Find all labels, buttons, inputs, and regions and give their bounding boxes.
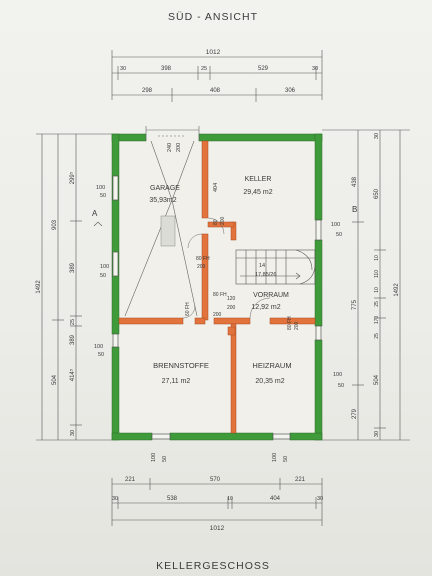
opening-label: 80 FH [287,316,293,330]
room-vorraum-area: 12,92 m2 [251,304,280,311]
dim-label: 25 [374,301,380,307]
dim-label: 298 [142,88,153,94]
room-vorraum-name: VORRAUM [253,292,289,299]
dim-label: 570 [210,477,221,483]
dim-label: 30 [120,66,126,72]
opening-label: 50 [336,232,342,238]
opening-label: 50 [283,456,289,462]
dim-label: 279 [352,408,358,419]
stair-ratio: 17,85/26 [255,272,276,278]
dim-label: 170 [374,316,380,325]
opening-label: 200 [227,305,236,311]
opening-label: 100 [272,453,278,462]
dim-label: 438 [352,176,358,187]
opening-label: 120 [227,296,236,302]
dim-label: 30 [70,430,76,436]
dim-label: 408 [210,88,221,94]
dim-label: 25 [201,66,207,72]
dim-label: 306 [285,88,296,94]
opening-label: 200 [213,312,222,318]
opening-label: 100 [96,185,105,191]
room-garage-name: GARAGE [150,185,180,192]
dim-label: 10 [227,496,233,502]
door-arcs [182,217,271,319]
dim-label: 650 [374,188,380,199]
dim-bottom-overall: 1012 [210,525,225,532]
dim-label: 389 [70,262,76,273]
right-dimension-lines [322,129,410,441]
opening-label: 200 [294,321,300,330]
dim-label: 30 [112,496,118,502]
opening-label: 50 [98,352,104,358]
windows [112,175,322,440]
opening-label: 80 FH [213,292,227,298]
dim-label: 10 [374,287,380,293]
section-mark-b: B [352,205,357,214]
dim-label: 504 [52,374,58,385]
room-keller-area: 29,45 m2 [243,189,272,196]
staircase [235,249,316,285]
section-arrow-a [93,221,103,227]
opening-label: 100 [151,453,157,462]
dim-label: 903 [52,219,58,230]
room-brennstoffe-area: 27,11 m2 [162,378,191,385]
opening-label: 200 [197,264,206,270]
floor-title: KELLERGESCHOSS [156,560,270,572]
left-dimension-lines [36,133,112,441]
opening-label: 100 [100,264,109,270]
opening-label: 50 [100,273,106,279]
floor-area [112,136,322,436]
opening-label: 240 [167,143,173,152]
dim-right-overall: 1492 [394,283,400,297]
dim-label: 221 [125,477,136,483]
dim-label: 504 [374,374,380,385]
garage-door-lines [124,126,200,317]
dim-label: 110 [374,270,380,278]
opening-label: 80 [213,219,219,225]
opening-label: 80 FH [196,256,210,262]
dim-label: 389 [70,334,76,345]
support-column [160,215,176,247]
exterior-walls [111,133,323,441]
top-dimension-lines [111,50,323,102]
opening-label: 404 [213,183,219,192]
dim-label: 414⁵ [69,368,76,381]
dim-label: 25 [70,319,76,325]
dim-label: 30 [374,133,380,139]
dim-label: 775 [352,299,358,310]
room-brennstoffe-name: BRENNSTOFFE [153,361,209,370]
section-mark-a: A [92,209,98,218]
opening-label: 60 FH [185,302,191,316]
dim-label: 30 [374,431,380,437]
dim-label: 30 [312,66,318,72]
room-heizraum-area: 20,35 m2 [255,378,284,385]
dim-top-overall: 1012 [206,49,221,56]
opening-label: 50 [100,193,106,199]
stair-steps: 14 [259,263,265,269]
opening-label: 200 [220,216,226,225]
opening-label: 100 [94,344,103,350]
room-heizraum-name: HEIZRAUM [252,361,291,370]
dim-label: 404 [270,496,281,502]
opening-label: 100 [333,372,342,378]
dim-label: 25 [374,333,380,339]
dim-label: 299⁵ [69,171,76,184]
opening-label: 50 [338,383,344,389]
page-title: SÜD - ANSICHT [168,11,258,23]
opening-label: 200 [176,143,182,152]
dim-label: 10 [374,255,380,261]
opening-label: 100 [331,222,340,228]
dim-label: 398 [161,66,172,72]
bottom-dimension-lines [111,478,323,526]
dim-label: 529 [258,66,269,72]
room-garage-area: 35,93m2 [149,197,176,204]
dim-label: 30 [317,496,323,502]
opening-label: 50 [162,456,168,462]
room-keller-name: KELLER [245,176,272,183]
dim-label: 538 [167,496,178,502]
dim-label: 221 [295,477,306,483]
dim-left-overall: 1492 [36,280,42,294]
